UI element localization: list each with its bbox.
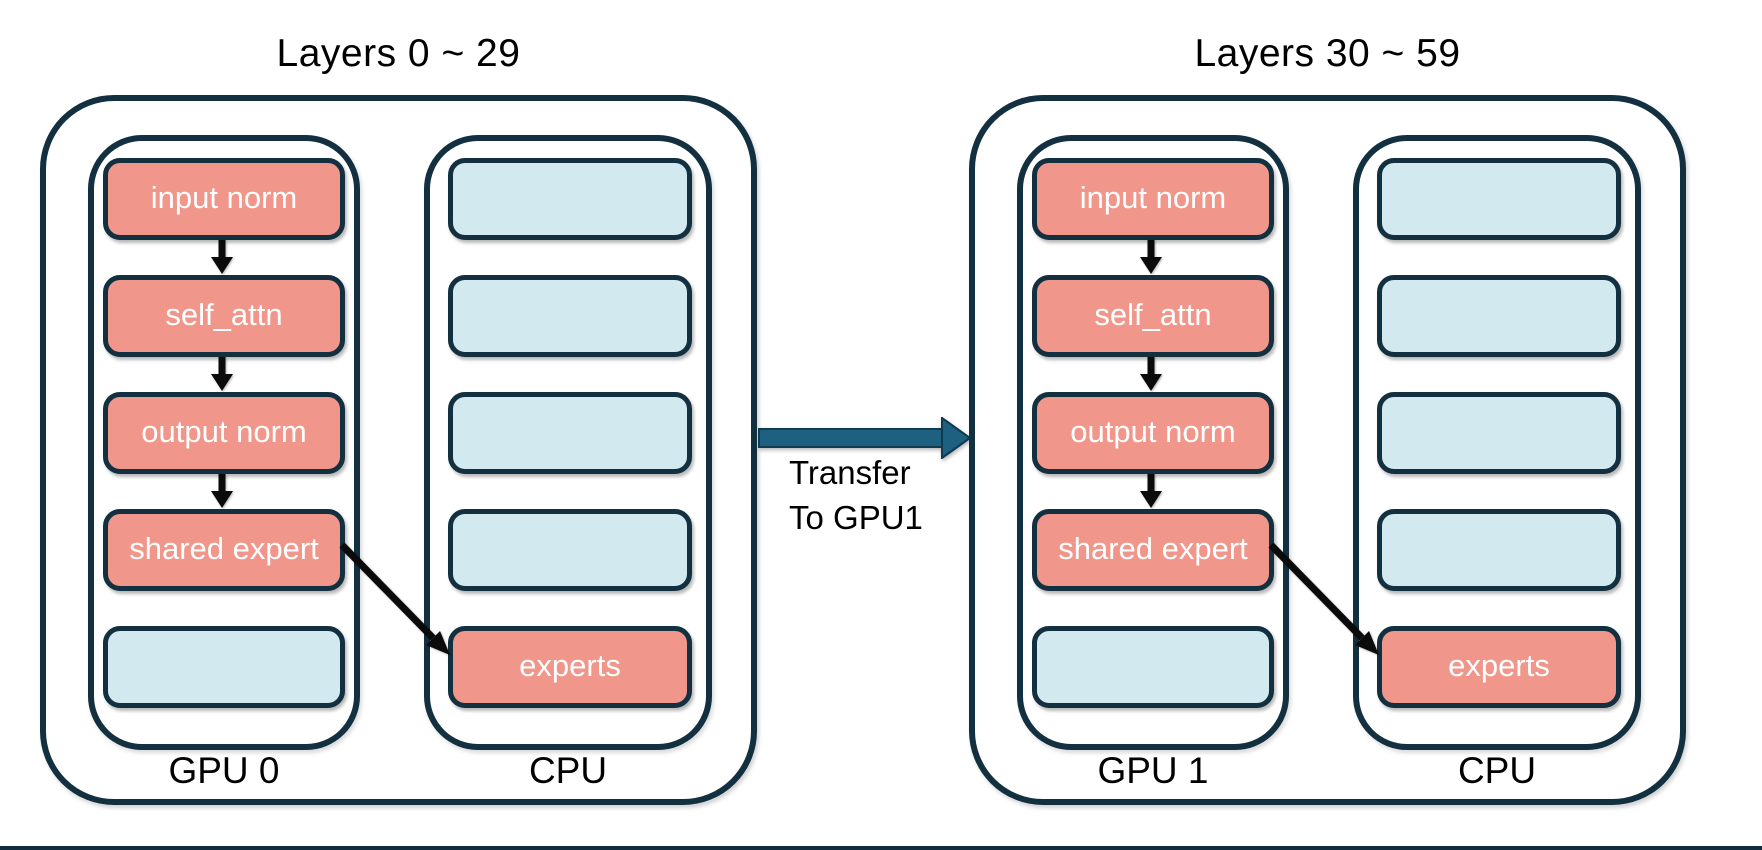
empty-slot-box <box>1032 626 1274 708</box>
empty-slot-box <box>1377 392 1621 474</box>
empty-slot-box <box>1377 275 1621 357</box>
slide-bottom-edge-line <box>0 846 1762 850</box>
module-box-input-norm: input norm <box>1032 158 1274 240</box>
transfer-arrow-icon <box>758 417 972 459</box>
down-arrow-icon <box>210 474 234 509</box>
transfer-label-line1: Transfer <box>789 454 911 491</box>
down-arrow-icon <box>1139 474 1163 509</box>
gpu1-label: GPU 1 <box>1097 750 1209 791</box>
module-box-experts: experts <box>1377 626 1621 708</box>
module-box-shared-expert: shared expert <box>1032 509 1274 591</box>
gpu1-column: input norm self_attn output norm shared … <box>1017 135 1289 750</box>
down-arrow-icon <box>1139 240 1163 275</box>
module-box-self-attn: self_attn <box>1032 275 1274 357</box>
transfer-label-line2: To GPU1 <box>789 499 923 536</box>
module-box-self-attn: self_attn <box>103 275 345 357</box>
empty-slot-box <box>1377 509 1621 591</box>
empty-slot-box <box>448 509 692 591</box>
empty-slot-box <box>1377 158 1621 240</box>
group-title-layers-0-29: Layers 0 ~ 29 <box>276 32 521 75</box>
module-box-shared-expert: shared expert <box>103 509 345 591</box>
cpu-label-left: CPU <box>528 750 608 791</box>
transfer-label: Transfer To GPU1 <box>789 450 1009 540</box>
cpu-column-right: experts <box>1353 135 1641 750</box>
gpu0-column: input norm self_attn output norm shared … <box>88 135 360 750</box>
gpu0-label: GPU 0 <box>168 750 280 791</box>
module-box-input-norm: input norm <box>103 158 345 240</box>
down-arrow-icon <box>1139 357 1163 392</box>
empty-slot-box <box>448 392 692 474</box>
empty-slot-box <box>103 626 345 708</box>
module-box-experts: experts <box>448 626 692 708</box>
node-group-layers-30-59: input norm self_attn output norm shared … <box>969 95 1686 805</box>
module-box-output-norm: output norm <box>1032 392 1274 474</box>
down-arrow-icon <box>210 357 234 392</box>
node-group-layers-0-29: input norm self_attn output norm shared … <box>40 95 757 805</box>
cpu-column-left: experts <box>424 135 712 750</box>
cpu-label-right: CPU <box>1457 750 1537 791</box>
module-box-output-norm: output norm <box>103 392 345 474</box>
group-title-layers-30-59: Layers 30 ~ 59 <box>1194 32 1461 75</box>
down-arrow-icon <box>210 240 234 275</box>
empty-slot-box <box>448 275 692 357</box>
empty-slot-box <box>448 158 692 240</box>
